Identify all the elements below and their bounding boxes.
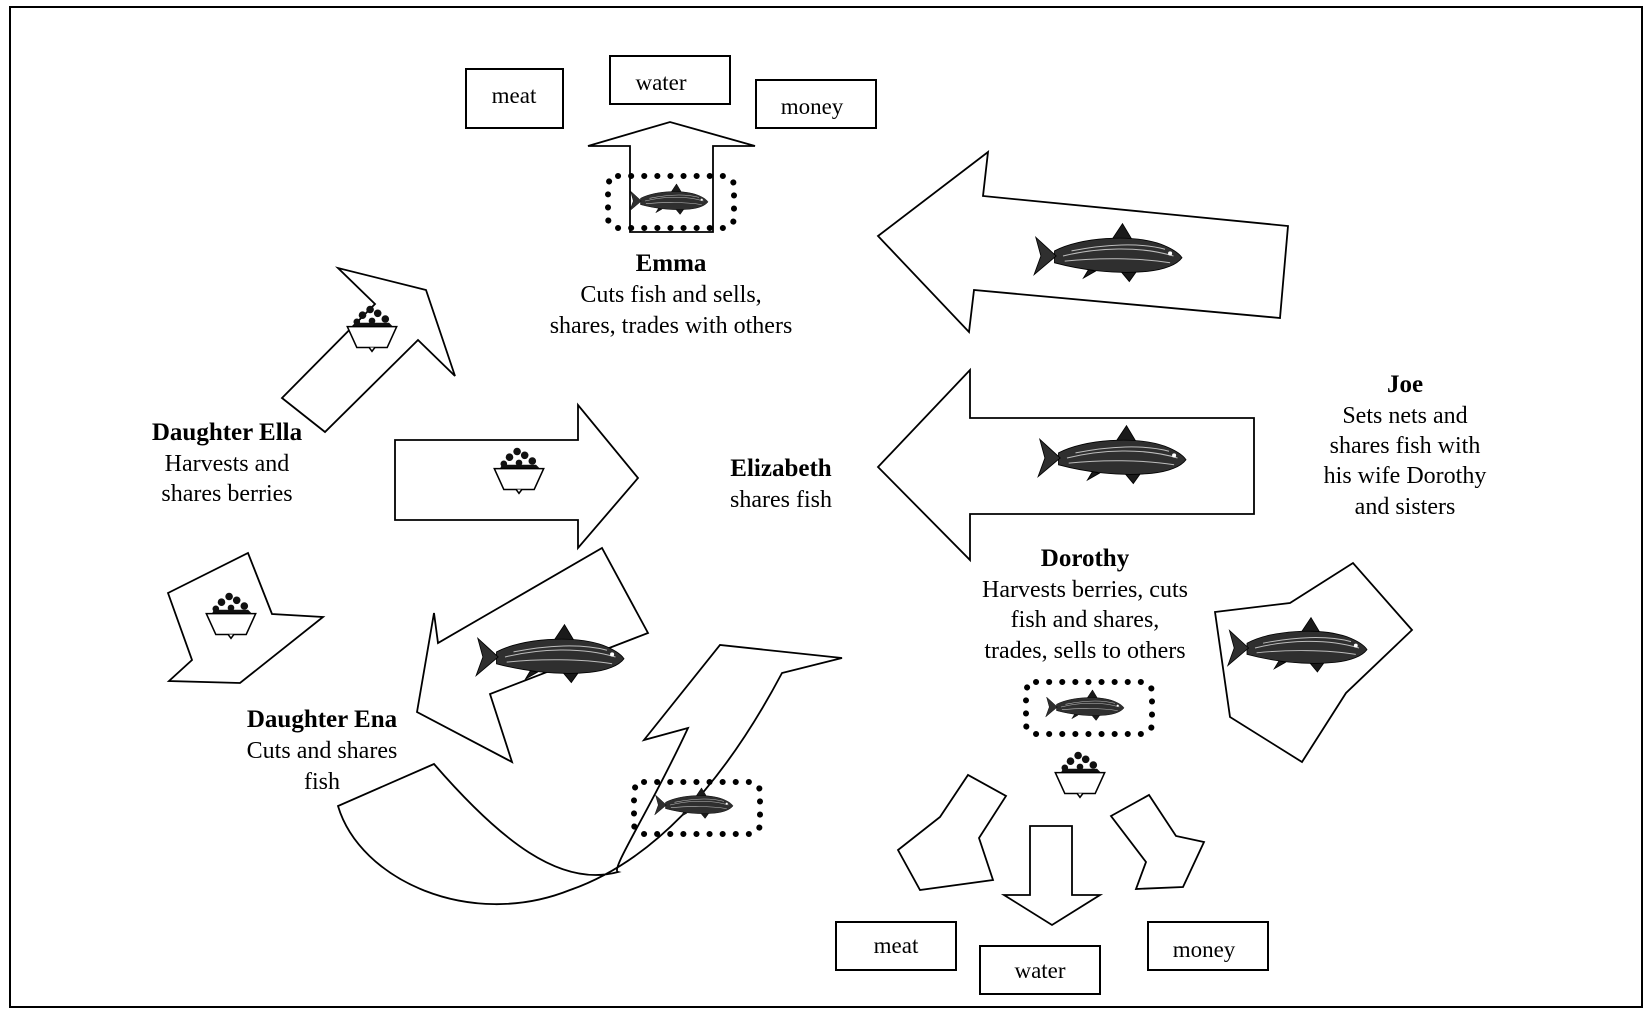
dotted-box-dorothy	[1023, 679, 1155, 737]
ena-name: Daughter Ena	[247, 706, 398, 733]
joe-name: Joe	[1387, 371, 1423, 398]
emma-desc-line-2: shares, trades with others	[550, 313, 793, 339]
goods-label-meat-bottom: meat	[874, 933, 919, 958]
arrow-ena-curved	[336, 644, 843, 905]
goods-box-money-bottom	[1147, 921, 1269, 971]
arrow-dorothy-to-money	[1109, 793, 1206, 890]
goods-label-water-top: water	[635, 70, 686, 95]
ella-desc-line-1: Harvests and	[165, 451, 290, 477]
bottom-goods: meat water money	[835, 921, 1269, 995]
ena-desc-line-1: Cuts and shares	[247, 738, 398, 764]
ena-desc-line-2: fish	[304, 769, 340, 795]
dotted-box-ena	[631, 779, 763, 837]
top-goods: meat water money	[465, 55, 877, 129]
dorothy-desc-line-1: Harvests berries, cuts	[982, 577, 1188, 603]
arrow-to-ella	[280, 266, 456, 434]
dorothy-desc-line-3: trades, sells to others	[984, 638, 1185, 664]
dorothy-desc-line-2: fish and shares,	[1011, 607, 1160, 633]
arrow-dorothy-to-water	[1000, 825, 1104, 927]
fish-icon	[1045, 689, 1125, 721]
emma-name: Emma	[636, 250, 707, 277]
arrow-dorothy-to-meat	[896, 773, 1008, 891]
ella-desc-line-2: shares berries	[161, 481, 292, 507]
joe-desc-line-1: Sets nets and	[1342, 403, 1467, 429]
elizabeth-name: Elizabeth	[730, 455, 831, 482]
goods-box-meat-bottom	[835, 921, 957, 971]
dorothy-name: Dorothy	[1041, 545, 1130, 572]
goods-box-water-top	[609, 55, 731, 105]
dotted-box-emma	[605, 173, 737, 231]
joe-desc-line-4: and sisters	[1355, 494, 1456, 520]
goods-label-meat-top: meat	[492, 83, 537, 108]
joe-desc-line-3: his wife Dorothy	[1324, 463, 1487, 489]
elizabeth-desc-line-1: shares fish	[730, 487, 832, 513]
goods-box-money-top	[755, 79, 877, 129]
goods-label-money-top: money	[781, 94, 844, 119]
berry-bowl-icon	[1054, 750, 1106, 799]
goods-label-water-bottom: water	[1014, 958, 1065, 983]
joe-desc-line-2: shares fish with	[1330, 433, 1481, 459]
emma-desc-line-1: Cuts fish and sells,	[580, 282, 761, 308]
goods-label-money-bottom: money	[1173, 937, 1236, 962]
diagram-border	[9, 6, 1643, 1008]
ella-name: Daughter Ella	[152, 419, 303, 446]
goods-box-meat-top	[465, 68, 564, 129]
goods-box-water-bottom	[979, 945, 1101, 995]
